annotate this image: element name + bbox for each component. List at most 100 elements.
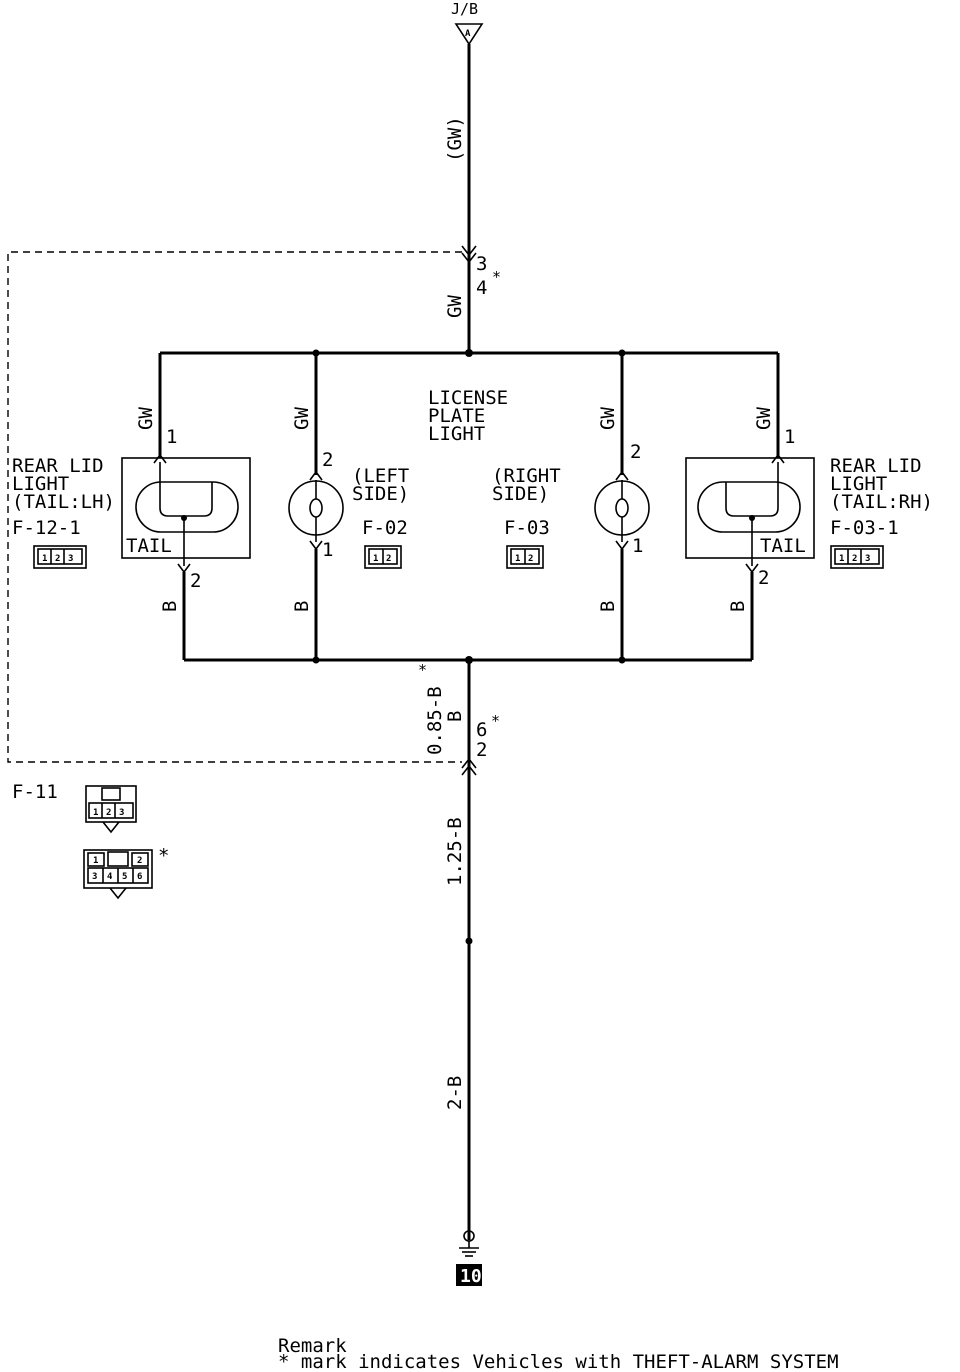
lp-left-connector-pin1: 1 xyxy=(373,554,378,564)
lp-left-return-wire-label: B xyxy=(291,601,313,612)
f11-alarm-pin6: 6 xyxy=(137,872,142,882)
lp-left-supply-wire-label: GW xyxy=(291,407,313,430)
lp-right-return-wire-label: B xyxy=(597,601,619,612)
lh-connector-icon xyxy=(33,545,87,569)
lp-left-filament-icon xyxy=(309,498,323,518)
f11-std-pin1: 1 xyxy=(93,808,98,818)
rh-connector-inner xyxy=(834,548,880,565)
ground-point: 10 xyxy=(456,1230,482,1287)
supply-wire-label-top: (GW) xyxy=(444,116,466,162)
lp-left-pin-out-terminal-icon xyxy=(309,540,323,551)
lp-right-side-line2: SIDE) xyxy=(492,483,549,505)
lh-title-line1: REAR LID xyxy=(12,455,104,477)
lh-title-line3: (TAIL:LH) xyxy=(12,491,115,513)
f11-id: F-11 xyxy=(12,781,58,803)
lp-right-side-line1: (RIGHT xyxy=(492,465,561,487)
splice-node xyxy=(465,937,473,945)
rh-bulb-icon xyxy=(697,481,801,533)
rh-pin-in: 1 xyxy=(784,426,795,448)
jb-triangle-icon xyxy=(454,23,484,46)
rear-lid-light-rh: GW 1 TAIL 2 B REAR LID LIGHT (TAIL:RH) F… xyxy=(685,353,933,660)
lp-right-connector-pin1: 1 xyxy=(515,554,520,564)
lp-right-supply-wire-label: GW xyxy=(597,407,619,430)
supply-wire-label: GW xyxy=(444,295,466,318)
lh-filament-icon xyxy=(159,482,213,517)
lp-right-connector-icon xyxy=(506,545,544,569)
lp-right-filament-icon xyxy=(615,498,629,518)
return-wire-lower-label: 1.25-B xyxy=(444,817,466,886)
f11-alarm-pin4: 4 xyxy=(107,872,113,882)
lh-connector-inner xyxy=(37,548,83,565)
return-wire-upper-star: * xyxy=(418,661,427,679)
rh-connector-icon xyxy=(830,545,884,569)
license-plate-title-line1: LICENSE xyxy=(428,387,508,409)
f11-top-star: * xyxy=(492,268,501,286)
f11-connector-legend: F-11 1 2 3 1 2 3 4 5 6 * xyxy=(12,781,169,900)
f11-std-pin2: 2 xyxy=(106,808,111,818)
f11-std-arrow-icon xyxy=(102,821,120,834)
remark-title: Remark xyxy=(278,1335,347,1357)
lh-title-line2: LIGHT xyxy=(12,473,69,495)
rh-return-wire-label: B xyxy=(727,601,749,612)
return-wire-upper-color: B xyxy=(444,711,466,722)
f11-top-terminal-icon xyxy=(461,245,477,257)
rh-connector-pin1: 1 xyxy=(839,554,844,564)
rh-lead-node xyxy=(749,515,755,521)
f11-alarm-pin5: 5 xyxy=(122,872,127,882)
f11-alarm-connector-icon xyxy=(83,849,153,889)
f11-top-terminal-icon-2 xyxy=(461,252,477,264)
f11-alarm-cell-top-right xyxy=(131,852,149,867)
jb-pin: A xyxy=(465,29,471,39)
rh-tail-label: TAIL xyxy=(760,535,806,557)
lh-bulb-icon xyxy=(135,481,239,533)
license-plate-title: LICENSE PLATE LIGHT xyxy=(428,387,508,445)
lp-left-side-line2: SIDE) xyxy=(352,483,409,505)
lh-lead-node xyxy=(181,515,187,521)
lp-right-connector-id: F-03 xyxy=(504,517,550,539)
remark-text: * mark indicates Vehicles with THEFT-ALA… xyxy=(278,1351,839,1372)
f11-std-inner xyxy=(88,802,134,819)
rh-connector-id: F-03-1 xyxy=(830,517,899,539)
lp-right-pin-in: 2 xyxy=(630,441,641,463)
rh-filament-icon xyxy=(725,482,779,517)
f11-alarm-pin1: 1 xyxy=(93,856,98,866)
lp-right-pin-out-terminal-icon xyxy=(615,540,629,551)
f11-top-pin-alarm: 4 xyxy=(476,277,487,299)
f11-std-connector-icon xyxy=(85,785,137,823)
f11-top-pin-std: 3 xyxy=(476,253,487,275)
f11-alarm-pin3: 3 xyxy=(92,872,97,882)
lp-left-connector-pin2: 2 xyxy=(386,554,391,564)
rh-connector-pin2: 2 xyxy=(852,554,857,564)
lh-supply-wire-label: GW xyxy=(135,407,157,430)
lh-pin-in-terminal-icon xyxy=(153,453,167,464)
lh-pin-in: 1 xyxy=(166,426,177,448)
ground-label: 10 xyxy=(460,1266,482,1287)
f11-alarm-pin2: 2 xyxy=(137,856,142,866)
rear-lid-light-lh: GW 1 TAIL 2 B REAR LID LIGHT (TAIL:LH) F… xyxy=(12,353,251,660)
jb-label: J/B xyxy=(451,0,478,18)
rh-title-line3: (TAIL:RH) xyxy=(830,491,933,513)
rh-pin-out: 2 xyxy=(758,567,769,589)
license-plate-light-right: GW 2 1 B (RIGHT SIDE) F-03 1 2 xyxy=(492,353,650,660)
lp-left-pin-in-terminal-icon xyxy=(309,470,323,481)
f11-connector-outline xyxy=(7,251,462,763)
lh-pin-out: 2 xyxy=(190,570,201,592)
lp-left-connector-icon xyxy=(364,545,402,569)
ground-lead-label: 2-B xyxy=(444,1076,466,1110)
license-plate-title-line3: LIGHT xyxy=(428,423,485,445)
f11-bottom-pin-alarm: 6 xyxy=(476,719,487,741)
rh-supply-wire-label: GW xyxy=(753,407,775,430)
f11-alarm-key xyxy=(107,851,129,867)
lp-right-pin-in-terminal-icon xyxy=(615,470,629,481)
lh-lamp-housing xyxy=(121,457,251,559)
lh-connector-pin3: 3 xyxy=(68,554,73,564)
lh-connector-pin1: 1 xyxy=(42,554,47,564)
f11-std-pin3: 3 xyxy=(119,808,124,818)
bus-node-center xyxy=(465,349,473,357)
rh-connector-pin3: 3 xyxy=(865,554,870,564)
ground-label-box xyxy=(456,1264,482,1286)
junction-block-source: J/B A xyxy=(451,0,484,46)
lp-left-pin-in: 2 xyxy=(322,449,333,471)
lh-tail-label: TAIL xyxy=(126,535,172,557)
